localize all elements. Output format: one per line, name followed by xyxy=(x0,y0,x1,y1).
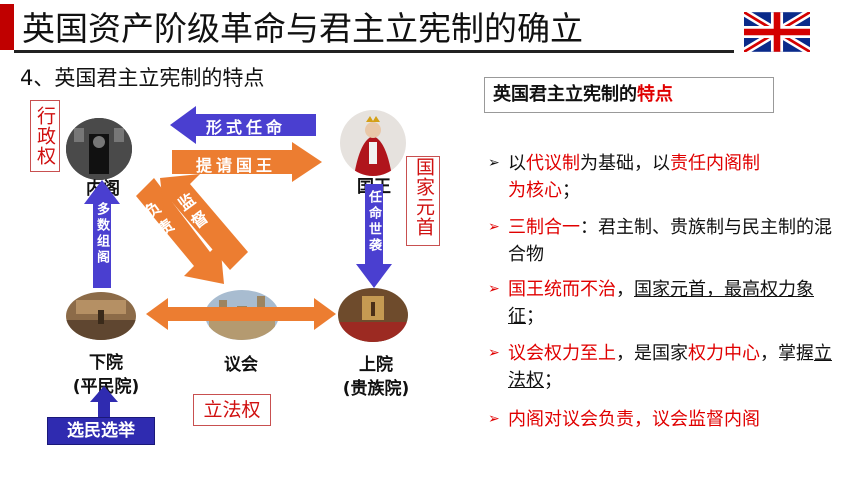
arrow-appoint-text: 任命世袭 xyxy=(366,190,381,254)
upper-house-photo xyxy=(338,288,408,342)
bullet-arrow-icon: ➢ xyxy=(488,155,500,171)
upper-house-alt-label: (贵族院) xyxy=(342,379,410,399)
arrow-responsible xyxy=(136,178,224,284)
executive-power-label: 行政权 xyxy=(30,100,60,172)
arrow-voters-up xyxy=(90,386,118,418)
arrow-majority-text: 多数组阁 xyxy=(94,202,109,266)
legislative-power-label: 立法权 xyxy=(193,394,271,426)
lower-house-photo xyxy=(66,292,136,340)
head-of-state-label: 国家元首 xyxy=(406,156,440,246)
feature-bullet-4: ➢ 议会权力至上，是国家权力中心，掌握立法权； xyxy=(488,340,838,394)
parliament-label: 议会 xyxy=(224,355,258,375)
slide-title: 英国资产阶级革命与君主立宪制的确立 xyxy=(22,9,583,48)
feature-bullet-2: ➢ 三制合一：君主制、贵族制与民主制的混合物 xyxy=(488,214,838,268)
bullet-arrow-icon: ➢ xyxy=(488,345,500,361)
voters-election-label: 选民选举 xyxy=(47,417,155,445)
arrow-nominate-text: 提请国王 xyxy=(196,156,277,175)
feature-bullet-1: ➢ 以代议制为基础，以责任内阁制为核心； xyxy=(488,150,838,204)
title-underline xyxy=(14,50,734,53)
arrow-appoint-hereditary xyxy=(356,184,392,288)
title-accent-bar xyxy=(0,4,14,50)
features-title: 英国君主立宪制的特点 xyxy=(484,77,774,113)
features-title-highlight: 特点 xyxy=(637,84,673,105)
king-photo xyxy=(340,110,406,176)
cabinet-photo xyxy=(66,118,132,180)
uk-flag-icon xyxy=(744,12,810,52)
feature-bullet-3: ➢ 国王统而不治，国家元首，最高权力象征； xyxy=(488,276,838,330)
features-title-prefix: 英国君主立宪制的 xyxy=(493,84,637,105)
arrow-supervise xyxy=(160,174,248,270)
lower-house-alt-label: (平民院) xyxy=(72,377,140,397)
upper-house-label: 上院 xyxy=(359,355,393,375)
feature-bullet-5: ➢ 内阁对议会负责，议会监督内阁 xyxy=(488,406,838,433)
bullet-arrow-icon: ➢ xyxy=(488,281,500,297)
arrow-majority-cabinet xyxy=(84,180,120,288)
bullet-arrow-icon: ➢ xyxy=(488,219,500,235)
arrow-nominate-king xyxy=(172,142,322,182)
bullet-arrow-icon: ➢ xyxy=(488,411,500,427)
arrow-formal-appoint-text: 形式任命 xyxy=(206,118,287,137)
arrow-formal-appoint xyxy=(170,106,316,144)
arrow-parliament-bidirectional xyxy=(146,298,336,330)
lower-house-label: 下院 xyxy=(89,353,123,373)
section-subtitle: 4、英国君主立宪制的特点 xyxy=(20,66,265,90)
